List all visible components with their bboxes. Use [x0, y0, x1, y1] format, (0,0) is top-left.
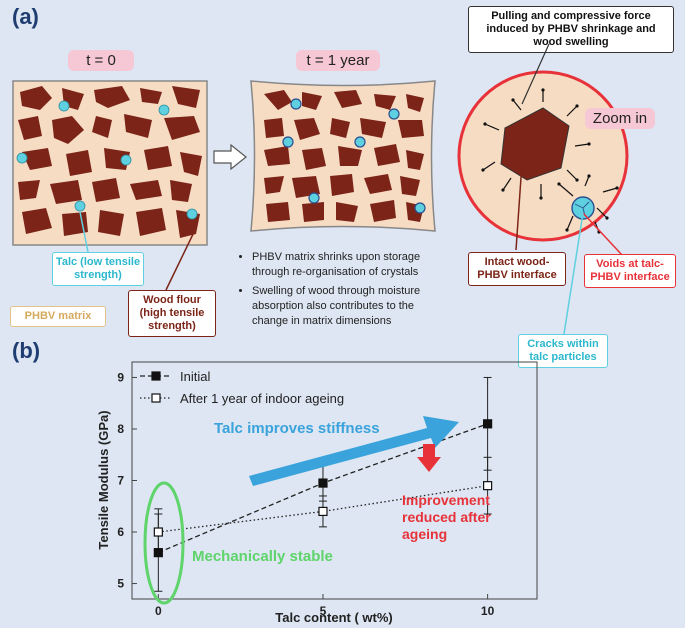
y-tick-label: 6 [117, 525, 124, 539]
panel-a-label: (a) [12, 4, 39, 29]
composite-t0 [12, 80, 208, 246]
connector-lines [79, 43, 623, 335]
t1-label: t = 1 year [296, 50, 380, 71]
legend-label-0: Initial [180, 369, 210, 384]
voids-interface-box: Voids at talc-PHBV interface [584, 254, 676, 288]
data-point-0 [318, 478, 328, 488]
y-tick-label: 9 [117, 370, 124, 384]
transition-arrow [213, 144, 247, 170]
force-caption: Pulling and compressive force induced by… [468, 6, 674, 53]
stiffness-note: Talc improves stiffness [214, 420, 380, 437]
data-point-0 [483, 419, 493, 429]
data-point-1 [318, 506, 328, 517]
series-line-1 [158, 485, 488, 533]
stable-ellipse [143, 481, 185, 605]
legend-marker-1 [151, 393, 161, 403]
bullet-swelling: Swelling of wood through moisture absorp… [252, 284, 443, 329]
t0-label: t = 0 [68, 50, 134, 71]
phbv-matrix-box: PHBV matrix [10, 306, 106, 327]
y-tick-label: 7 [117, 474, 124, 488]
legend-marker-0 [151, 371, 161, 381]
cracks-box: Cracks within talc particles [518, 334, 608, 368]
y-axis-label: Tensile Modulus (GPa) [96, 410, 111, 549]
x-tick-label: 5 [320, 604, 327, 618]
x-tick-label: 0 [155, 604, 162, 618]
legend-label-1: After 1 year of indoor ageing [180, 391, 344, 406]
data-point-1 [483, 481, 493, 491]
talc-box: Talc (low tensile strength) [52, 252, 144, 286]
wood-flour-box: Wood flour (high tensile strength) [128, 290, 216, 337]
observation-bullets: PHBV matrix shrinks upon storage through… [238, 250, 443, 333]
y-tick-label: 5 [117, 577, 124, 591]
y-tick-label: 8 [117, 422, 124, 436]
zoom-in-label: Zoom in [585, 108, 655, 129]
x-tick-label: 10 [481, 604, 495, 618]
panel-b-label: (b) [12, 338, 41, 363]
bullet-shrink: PHBV matrix shrinks upon storage through… [252, 250, 443, 280]
data-point-0 [153, 548, 163, 558]
data-point-1 [153, 527, 163, 537]
stable-note: Mechanically stable [192, 548, 333, 565]
x-axis-label: Talc content ( wt%) [275, 610, 392, 625]
composite-t1 [250, 80, 436, 232]
intact-interface-box: Intact wood-PHBV interface [468, 252, 566, 286]
reduction-arrow [417, 444, 441, 472]
stiffness-arrow [249, 416, 459, 486]
reduced-note: Improvement reduced after ageing [402, 492, 491, 542]
